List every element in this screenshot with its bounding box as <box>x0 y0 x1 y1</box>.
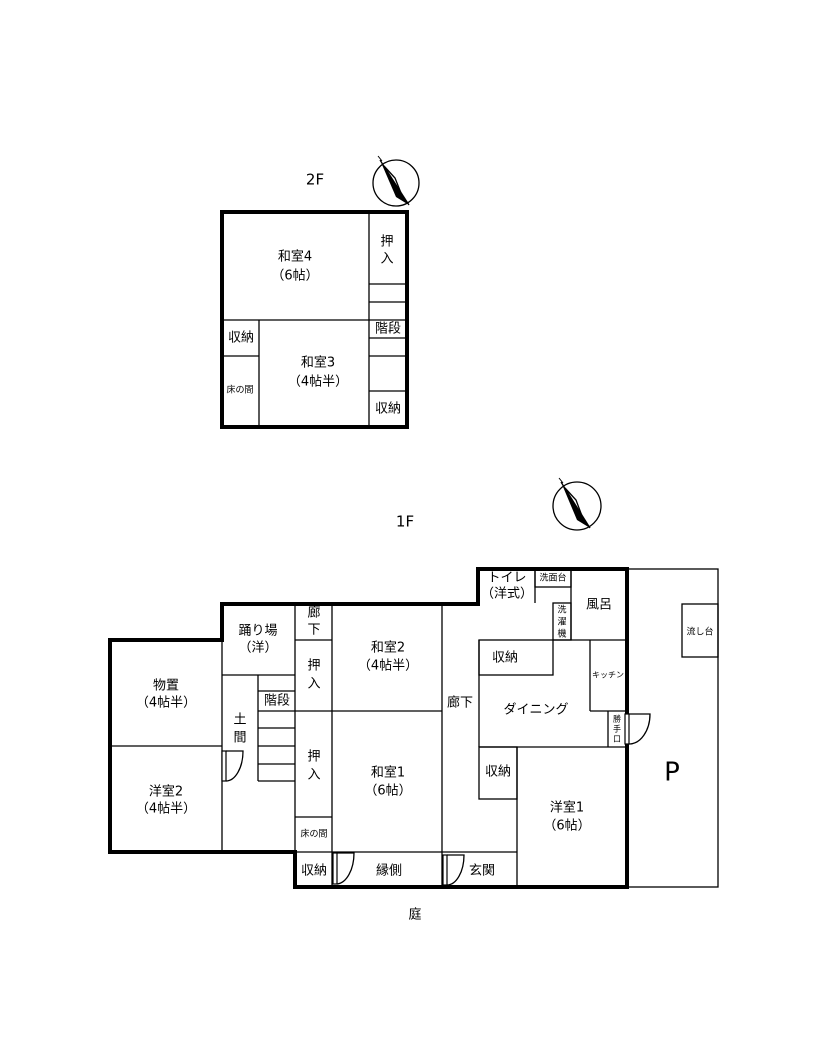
door-icon-katteguchi <box>624 713 651 745</box>
corridor-label: 廊下 <box>447 695 473 711</box>
doma-char2: 間 <box>233 731 246 746</box>
washer-char2: 濯 <box>557 617 566 628</box>
door-icon-doma <box>221 750 244 782</box>
storage-1f-upper: 収納 <box>492 651 518 666</box>
engawa-label: 縁側 <box>376 863 402 879</box>
floor-2-label: 2F <box>306 171 324 189</box>
room-odoriba-size: （洋） <box>238 641 277 656</box>
oshiire-lower-char2: 入 <box>307 768 320 783</box>
room-washitsu3-name: 和室3 <box>301 355 335 371</box>
room-monooki-name: 物置 <box>153 679 179 694</box>
oshiire-upper-char1: 押 <box>307 659 320 674</box>
room-washitsu4-name: 和室4 <box>278 249 312 265</box>
room-washitsu1-size: （6帖） <box>364 784 411 799</box>
roka-small-char1: 廊 <box>307 605 320 621</box>
oshiire-upper-char2: 入 <box>307 677 320 692</box>
kitchen-label: キッチン <box>592 671 624 680</box>
katteguchi-char2: 手 <box>613 724 621 734</box>
storage-1f-mid: 収納 <box>485 765 511 780</box>
washbasin-label: 洗面台 <box>539 572 566 584</box>
dining-label: ダイニング <box>503 703 568 718</box>
katteguchi-char1: 勝 <box>613 714 621 724</box>
toilet-name: トイレ <box>487 571 526 586</box>
door-icon-engawa <box>332 852 355 885</box>
room-monooki-size: （4帖半） <box>136 696 196 711</box>
oshiire-2f-char2: 入 <box>380 252 393 267</box>
room-washitsu3-size: （4帖半） <box>288 375 348 390</box>
parking-label: P <box>664 758 680 788</box>
stairs-2f-label: 階段 <box>375 322 401 337</box>
tokonoma-2f: 床の間 <box>226 384 253 396</box>
tokonoma-1f: 床の間 <box>300 828 327 840</box>
floor-1-label: 1F <box>396 513 414 531</box>
genkan-label: 玄関 <box>469 864 495 879</box>
toilet-type: （洋式） <box>481 587 533 602</box>
katteguchi-char3: 口 <box>613 735 621 744</box>
garden-label: 庭 <box>408 907 421 923</box>
doma-char1: 土 <box>233 713 246 728</box>
roka-small-char2: 下 <box>307 623 320 638</box>
sink-label: 流し台 <box>686 626 713 638</box>
oshiire-lower-char1: 押 <box>307 750 320 765</box>
washer-char3: 機 <box>557 628 566 640</box>
floor-1-walls <box>108 567 629 889</box>
compass-icon-1f <box>552 477 602 531</box>
room-yoshitsu1-name: 洋室1 <box>550 800 584 816</box>
stairs-1f-label: 階段 <box>264 694 290 709</box>
oshiire-2f-char1: 押 <box>380 235 393 250</box>
room-yoshitsu2-size: （4帖半） <box>136 802 196 817</box>
room-yoshitsu1-size: （6帖） <box>543 819 590 834</box>
storage-2f-right: 収納 <box>375 402 401 417</box>
room-washitsu4-size: （6帖） <box>271 269 318 284</box>
compass-icon-2f <box>372 155 420 207</box>
room-yoshitsu2-name: 洋室2 <box>149 784 183 800</box>
floor-2-walls <box>220 210 409 429</box>
storage-1f-bottom: 収納 <box>301 864 327 879</box>
bath-label: 風呂 <box>586 598 612 613</box>
washer-char1: 洗 <box>557 604 566 616</box>
door-icon-genkan <box>442 854 465 886</box>
room-washitsu1-name: 和室1 <box>371 765 405 781</box>
room-washitsu2-name: 和室2 <box>371 640 405 656</box>
room-washitsu2-size: （4帖半） <box>358 659 418 674</box>
parking-area <box>626 568 719 888</box>
room-odoriba-name: 踊り場 <box>238 624 277 639</box>
storage-2f-left: 収納 <box>228 331 254 346</box>
